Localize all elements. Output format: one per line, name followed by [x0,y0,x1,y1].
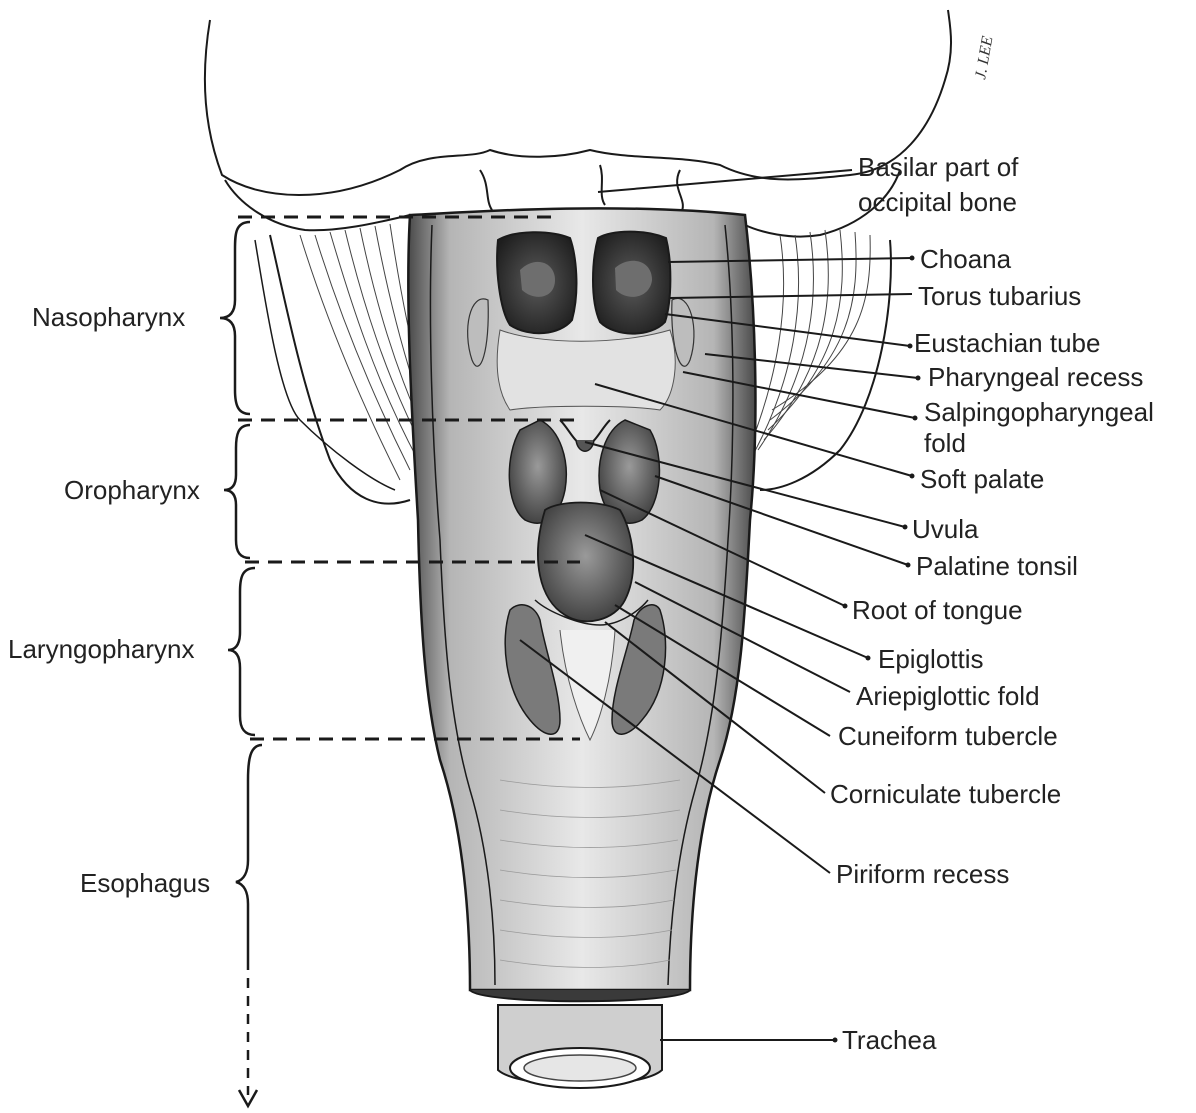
label-corniculate-tubercle: Corniculate tubercle [830,779,1061,809]
label-choana: Choana [920,244,1011,274]
leader-basilar [598,170,852,192]
label-soft-palate: Soft palate [920,464,1044,494]
label-palatine-tonsil: Palatine tonsil [916,551,1078,581]
label-torus-tubarius: Torus tubarius [918,281,1081,311]
label-root-of-tongue: Root of tongue [852,595,1023,625]
nasopharynx-brace [220,222,250,414]
label-ariepiglottic-fold: Ariepiglottic fold [856,681,1040,711]
skull-base [205,10,951,237]
label-uvula: Uvula [912,514,978,544]
laryngopharynx-brace [228,568,255,735]
label-pharyngeal-recess: Pharyngeal recess [928,362,1143,392]
label-salpingopharyngeal-line1: Salpingopharyngeal [924,397,1154,427]
oropharynx-brace [224,425,250,558]
label-eustachian-tube: Eustachian tube [914,328,1100,358]
label-esophagus: Esophagus [80,868,210,898]
label-nasopharynx: Nasopharynx [32,302,185,332]
label-trachea: Trachea [842,1025,936,1055]
label-cuneiform-tubercle: Cuneiform tubercle [838,721,1058,751]
label-epiglottis: Epiglottis [878,644,984,674]
svg-text:J. LEE: J. LEE [972,35,996,81]
soft-palate-illustration [497,330,675,410]
label-basilar-line1: Basilar part of [858,152,1018,182]
region-braces [220,222,262,1106]
label-salpingopharyngeal-line2: fold [924,428,966,458]
left-pharyngeal-muscles [255,224,432,504]
signature: J. LEE [972,35,996,81]
label-basilar-line2: occipital bone [858,187,1017,217]
trachea-illustration [498,1005,662,1088]
label-oropharynx: Oropharynx [64,475,200,505]
label-piriform-recess: Piriform recess [836,859,1009,889]
esophagus-brace [236,745,262,960]
label-laryngopharynx: Laryngopharynx [8,634,194,664]
